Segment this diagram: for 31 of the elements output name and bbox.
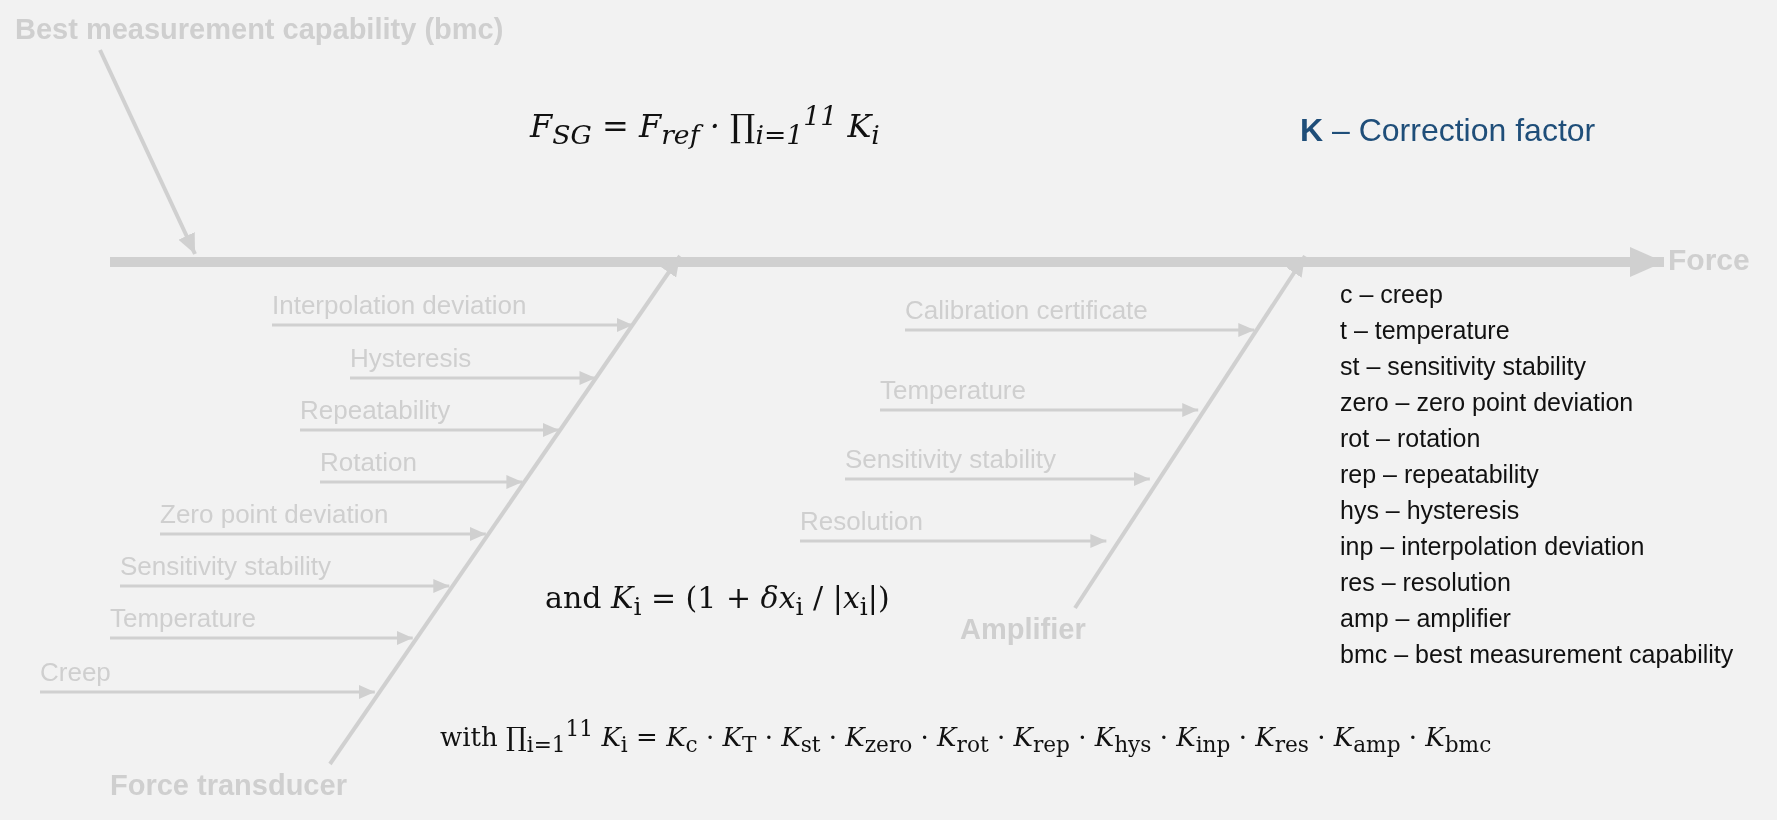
abbreviation-entry: rot – rotation	[1340, 424, 1481, 453]
bone-arrow	[328, 254, 682, 766]
cause-arrow	[300, 423, 559, 437]
abbreviation-entry: bmc – best measurement capability	[1340, 640, 1734, 669]
cause-arrow	[110, 631, 413, 645]
formula: F$_{SG}$ = F$_{ref}$ · ∏$_{i=1}$$^{11}$ K$_{i}$	[530, 100, 880, 151]
cause-arrow	[350, 371, 596, 385]
abbreviation-entry: hys – hysteresis	[1340, 496, 1520, 525]
cause-arrow	[120, 579, 450, 593]
formula: with ∏$_{i=1}$$^{11}$ K$_{i}$ = K$_{c}$ · K$_{T}$ · K$_{st}$ · K$_{zero}$ · K$_{rot}$ · K$_{rep}$ · K$_{hys}$ · K$_{inp}$ · K$_{res}$ · K$_{amp}$ · K$_{bmc}$	[440, 716, 1492, 757]
abbreviation-entry: t – temperature	[1340, 316, 1510, 345]
cause-arrow	[272, 318, 633, 332]
spine-arrow	[110, 247, 1664, 277]
abbreviation-entry: inp – interpolation deviation	[1340, 532, 1645, 561]
abbreviation-entry: st – sensitivity stability	[1340, 352, 1586, 381]
cause-arrow	[800, 534, 1107, 548]
legend-title: K – Correction factor	[1300, 112, 1596, 149]
cause-arrow	[880, 403, 1199, 417]
cause-arrow	[320, 475, 523, 489]
cause-arrow	[160, 527, 486, 541]
cause-arrow	[40, 685, 375, 699]
bone-arrow	[1073, 254, 1307, 610]
abbreviation-entry: c – creep	[1340, 280, 1443, 309]
abbreviation-entry: zero – zero point deviation	[1340, 388, 1634, 417]
abbreviation-entry: rep – repeatability	[1340, 460, 1539, 489]
cause-arrow	[845, 472, 1150, 486]
bone-arrow	[98, 49, 197, 255]
abbreviation-entry: res – resolution	[1340, 568, 1511, 597]
abbreviation-entry: amp – amplifier	[1340, 604, 1511, 633]
formula: and K$_{i}$ = (1 + δx$_{i}$ / |x$_{i}$|)	[545, 580, 890, 621]
cause-arrow	[905, 323, 1255, 337]
